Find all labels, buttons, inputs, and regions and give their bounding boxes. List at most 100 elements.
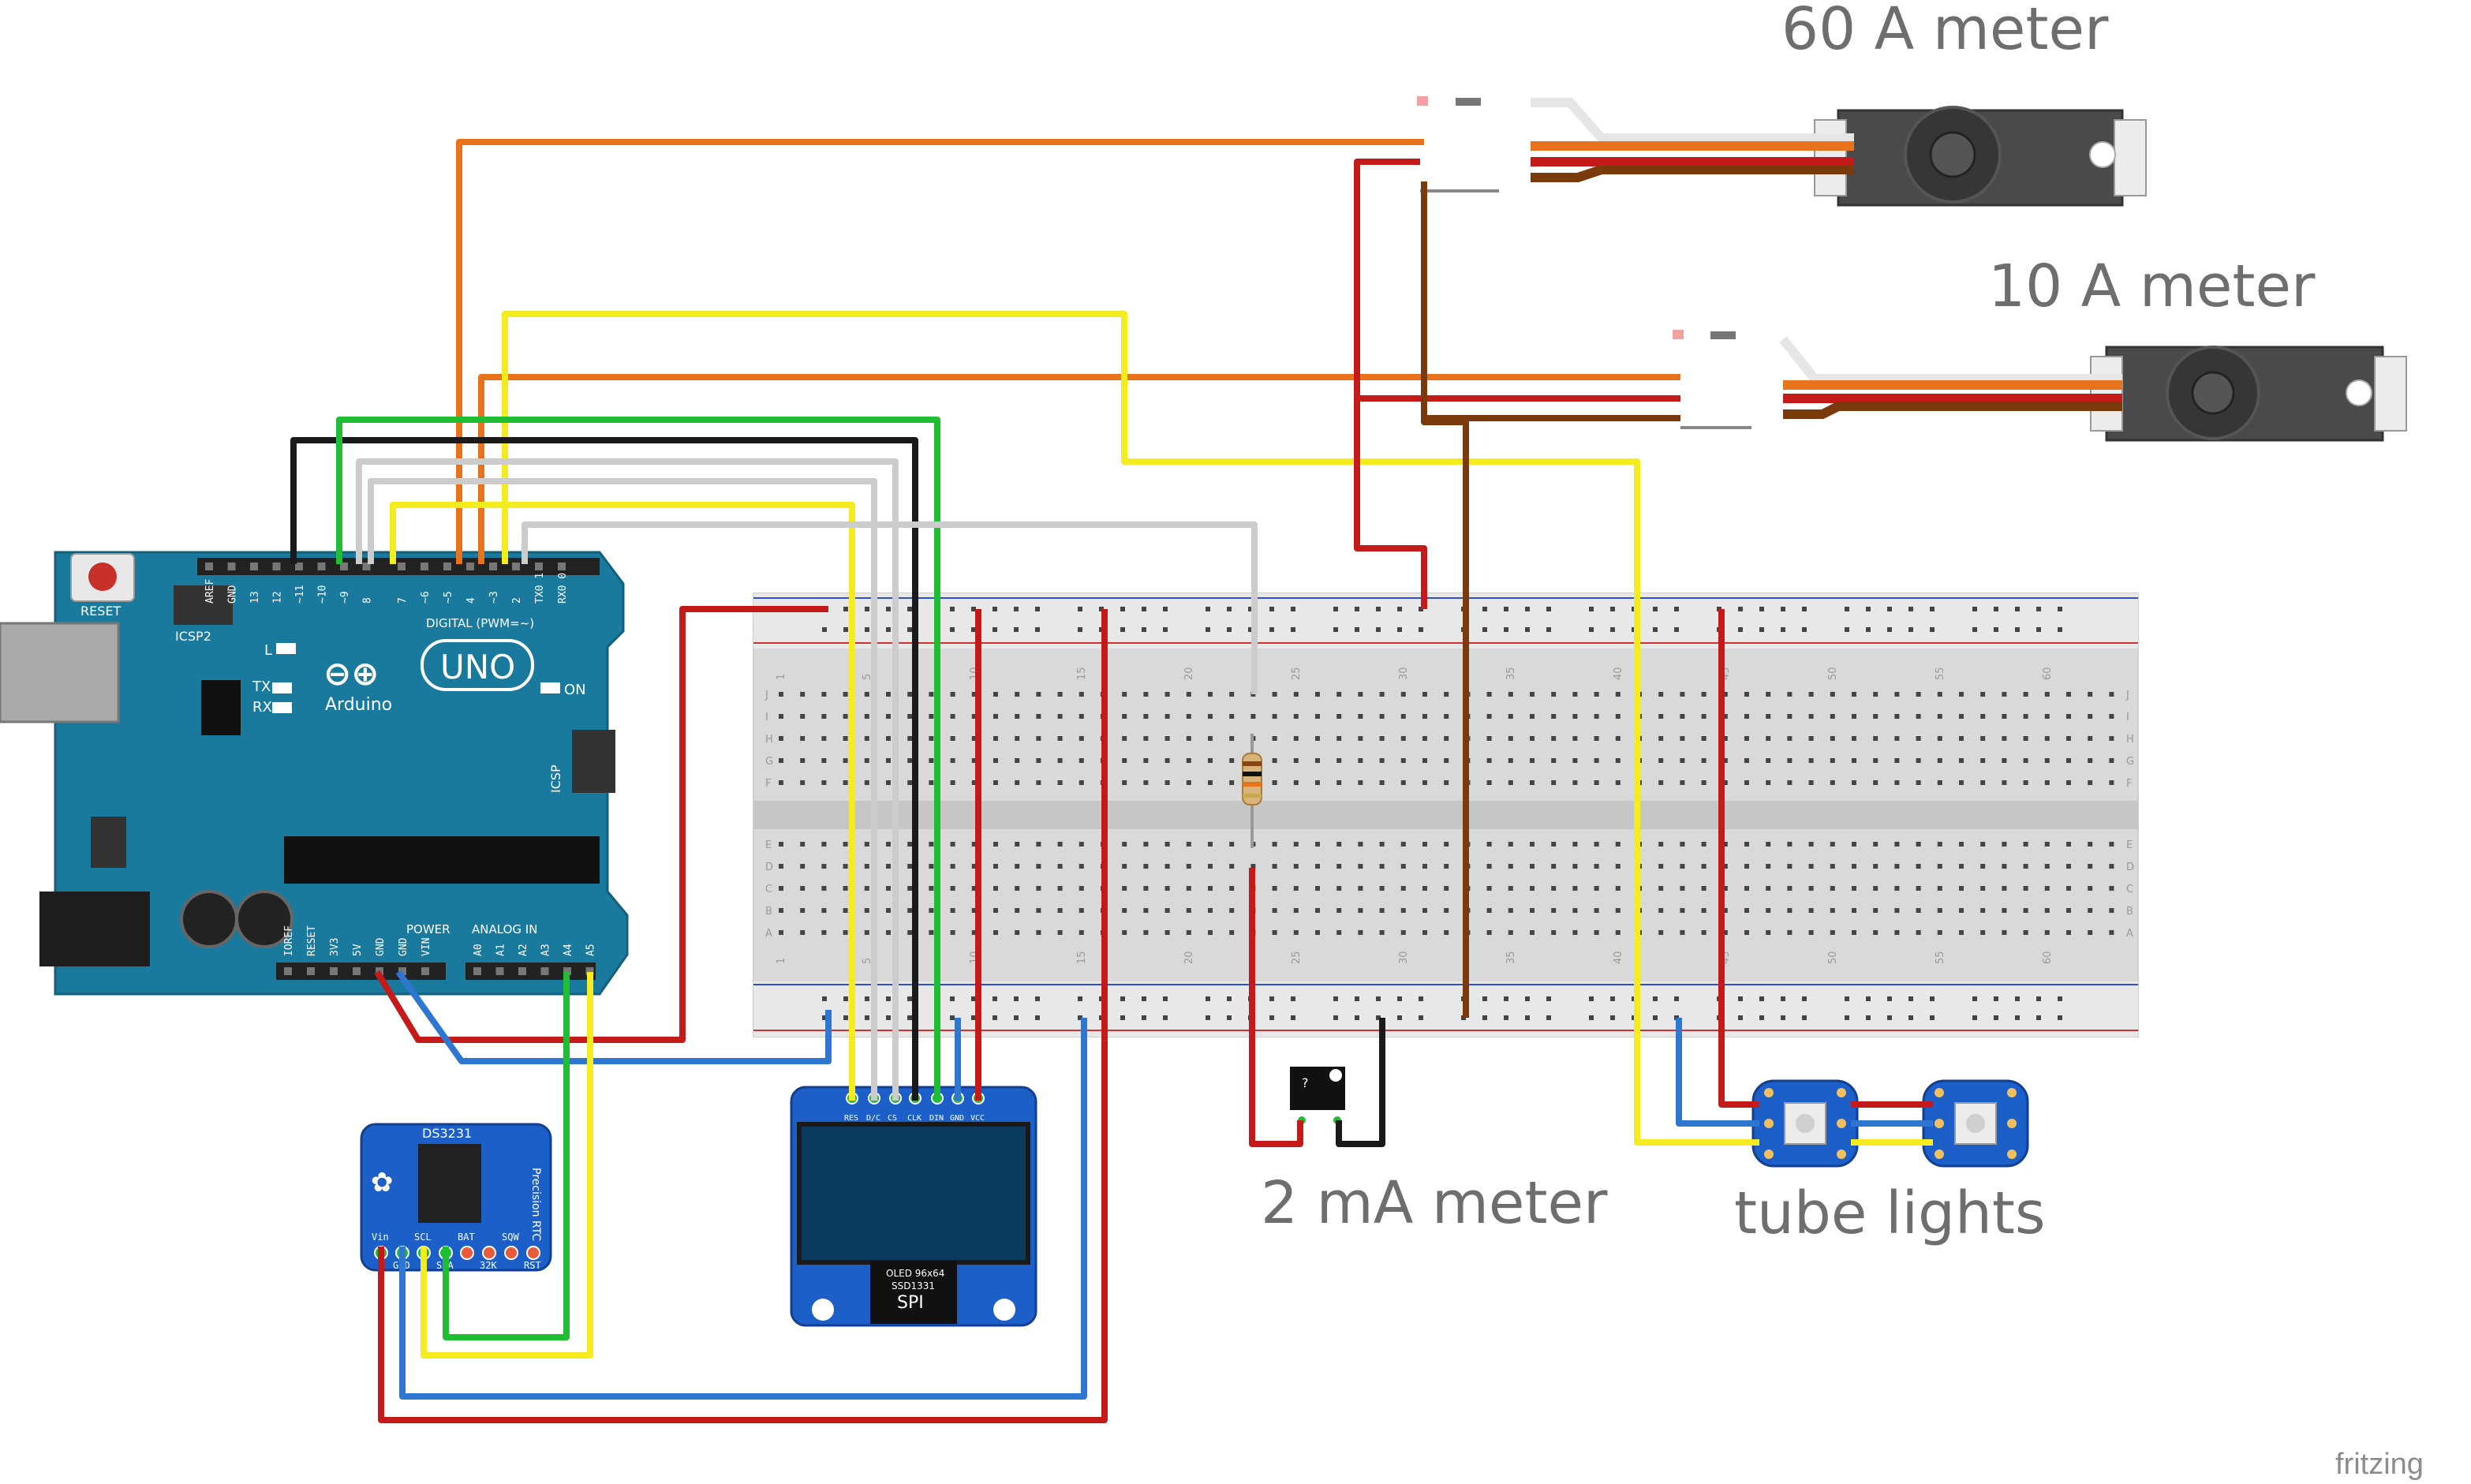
breadboard-hole bbox=[821, 780, 827, 785]
rail-hole bbox=[1142, 607, 1146, 611]
breadboard-hole bbox=[800, 864, 806, 869]
breadboard-hole bbox=[1980, 842, 1986, 847]
breadboard-hole bbox=[1680, 736, 1685, 741]
breadboard-hole bbox=[1400, 886, 1406, 891]
digital-pin-label: 12 bbox=[272, 591, 284, 604]
power-pin bbox=[421, 967, 429, 975]
rail-hole bbox=[1035, 627, 1040, 632]
rail-hole bbox=[2036, 627, 2041, 632]
breadboard-hole bbox=[950, 692, 955, 697]
rail-hole bbox=[886, 996, 891, 1001]
digital-pin bbox=[398, 563, 406, 570]
column-number: 55 bbox=[1935, 951, 1946, 964]
atmega16u2-chip bbox=[201, 680, 241, 735]
wire-blue-gnd bbox=[395, 970, 832, 1064]
rx-label: RX bbox=[252, 699, 272, 716]
breadboard-hole bbox=[1400, 908, 1406, 913]
rail-hole bbox=[2058, 996, 2062, 1001]
rtc-pin-label: SCL bbox=[414, 1232, 432, 1243]
digital-pin-label: ~10 bbox=[317, 585, 329, 604]
breadboard-hole bbox=[1444, 908, 1449, 913]
breadboard-hole bbox=[1959, 780, 1964, 785]
breadboard-hole bbox=[1186, 864, 1191, 869]
breadboard-hole bbox=[779, 736, 783, 741]
rail-hole bbox=[1333, 996, 1338, 1001]
rail-hole bbox=[1759, 996, 1764, 1001]
rail-hole bbox=[843, 607, 848, 611]
breadboard-hole bbox=[1036, 736, 1041, 741]
breadboard-hole bbox=[993, 930, 998, 935]
breadboard-hole bbox=[1980, 758, 1986, 763]
breadboard-hole bbox=[1615, 692, 1621, 697]
breadboard-hole bbox=[1208, 736, 1213, 741]
rail-hole bbox=[1419, 996, 1423, 1001]
breadboard-hole bbox=[1486, 714, 1492, 719]
breadboard-hole bbox=[1186, 692, 1191, 697]
breadboard-hole bbox=[1164, 886, 1170, 891]
rail-hole bbox=[1376, 607, 1381, 611]
breadboard-hole bbox=[886, 842, 891, 847]
wire-brown-servo-gnd bbox=[1421, 181, 1469, 1018]
breadboard-hole bbox=[1594, 758, 1599, 763]
column-number: 40 bbox=[1613, 667, 1624, 680]
column-number: 25 bbox=[1291, 951, 1303, 964]
breadboard-hole bbox=[2023, 930, 2028, 935]
breadboard-hole bbox=[800, 714, 806, 719]
breadboard-hole bbox=[1852, 842, 1856, 847]
breadboard-hole bbox=[1057, 758, 1063, 763]
breadboard-hole bbox=[2109, 714, 2114, 719]
analog-pin bbox=[473, 967, 481, 975]
breadboard-hole bbox=[1379, 758, 1385, 763]
column-number: 55 bbox=[1935, 667, 1946, 680]
breadboard-hole bbox=[1208, 714, 1213, 719]
breadboard-hole bbox=[1400, 692, 1406, 697]
breadboard-hole bbox=[2109, 758, 2114, 763]
digital-pin-label: GND bbox=[227, 585, 239, 604]
breadboard-hole bbox=[1078, 908, 1084, 913]
rail-hole bbox=[1142, 996, 1146, 1001]
digital-pin-label: TX0 1 bbox=[534, 573, 546, 604]
breadboard-hole bbox=[1594, 886, 1599, 891]
rail-hole bbox=[822, 996, 827, 1001]
breadboard-hole bbox=[1164, 780, 1170, 785]
rail-hole bbox=[2058, 627, 2062, 632]
breadboard-hole bbox=[1508, 864, 1513, 869]
rail-hole bbox=[843, 1015, 848, 1020]
row-letter: C bbox=[765, 884, 772, 895]
breadboard-hole bbox=[2088, 780, 2093, 785]
breadboard-hole bbox=[864, 780, 869, 785]
breadboard-hole bbox=[1036, 714, 1041, 719]
breadboard-hole bbox=[1530, 780, 1535, 785]
breadboard-hole bbox=[971, 842, 977, 847]
rail-hole bbox=[1482, 627, 1487, 632]
servo-10a bbox=[2090, 346, 2407, 442]
breadboard-hole bbox=[821, 714, 827, 719]
wire-blue-neopixel bbox=[1676, 1018, 1759, 1127]
breadboard-hole bbox=[1658, 758, 1664, 763]
wire-green-sda bbox=[443, 972, 570, 1340]
wires bbox=[290, 139, 1933, 1423]
breadboard-hole bbox=[929, 780, 934, 785]
breadboard-hole bbox=[1701, 908, 1707, 913]
row-letter: J bbox=[2125, 690, 2129, 701]
breadboard-hole bbox=[1658, 714, 1664, 719]
breadboard-hole bbox=[929, 692, 934, 697]
breadboard-hole bbox=[864, 930, 869, 935]
breadboard-hole bbox=[1186, 930, 1191, 935]
rail-hole bbox=[1120, 607, 1125, 611]
breadboard-hole bbox=[886, 886, 891, 891]
rail-hole bbox=[971, 996, 976, 1001]
power-label: POWER bbox=[406, 922, 450, 936]
wire-yellow-neopixel bbox=[502, 311, 1759, 1146]
breadboard-hole bbox=[1315, 692, 1320, 697]
breadboard-hole bbox=[1143, 864, 1149, 869]
rail-hole bbox=[1227, 607, 1232, 611]
digital-pin-label: 7 bbox=[397, 597, 409, 604]
breadboard-hole bbox=[1937, 864, 1942, 869]
tx-label: TX bbox=[252, 678, 271, 695]
rail-hole bbox=[1525, 627, 1530, 632]
breadboard-hole bbox=[1036, 758, 1041, 763]
rail-hole bbox=[971, 1015, 976, 1020]
servo-60a-cable bbox=[1531, 98, 1854, 182]
breadboard-hole bbox=[1852, 758, 1856, 763]
